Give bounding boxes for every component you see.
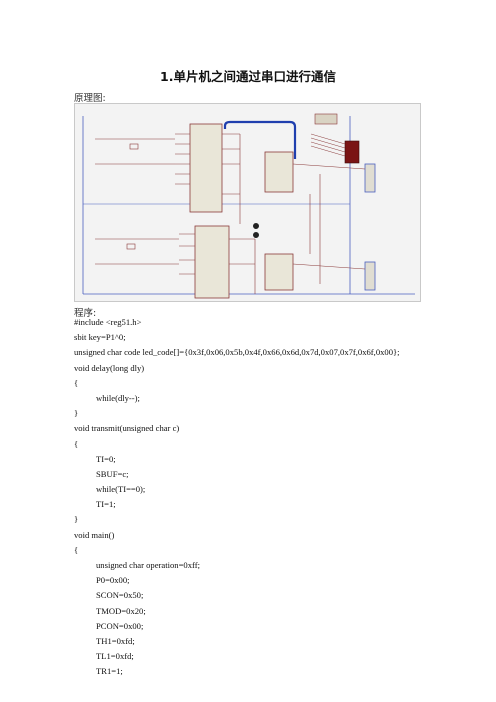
- code-line: TMOD=0x20;: [96, 605, 146, 616]
- code-line: void main(): [74, 529, 115, 540]
- code-line: TL1=0xfd;: [96, 651, 134, 662]
- code-line: #include <reg51.h>: [74, 317, 142, 327]
- code-line: SBUF=c;: [96, 468, 129, 479]
- code-line: PCON=0x00;: [96, 620, 144, 631]
- code-line: while(dly--);: [96, 392, 140, 403]
- mcu-top-chip: [189, 123, 223, 213]
- code-line: {: [74, 377, 79, 388]
- code-line: TH1=0xfd;: [96, 635, 135, 646]
- code-line: void delay(long dly): [74, 362, 145, 373]
- code-line: {: [74, 544, 79, 555]
- schematic-drawing: [82, 113, 415, 299]
- code-line: SCON=0x50;: [96, 590, 144, 601]
- program-label: 程序:: [74, 308, 97, 319]
- code-line: TI=1;: [96, 499, 116, 510]
- db9-connector-bottom: [364, 261, 376, 291]
- code-line: void transmit(unsigned char c): [74, 423, 180, 434]
- code-line: }: [74, 408, 79, 419]
- code-line: {: [74, 438, 79, 449]
- max232-bottom-chip: [264, 253, 294, 291]
- code-line: P0=0x00;: [96, 575, 130, 586]
- code-line: TI=0;: [96, 453, 116, 464]
- seven-segment-display: [344, 140, 360, 164]
- code-line: TR1=1;: [96, 666, 123, 677]
- db9-connector-top: [364, 163, 376, 193]
- code-listing: #include <reg51.h> sbit key=P1^0; unsigned…: [74, 315, 474, 680]
- code-line: while(TI==0);: [96, 484, 146, 495]
- code-line: sbit key=P1^0;: [74, 332, 126, 343]
- code-line: unsigned char code led_code[]={0x3f,0x06…: [74, 347, 400, 358]
- code-line: }: [74, 514, 79, 525]
- circuit-schematic-image: [74, 103, 421, 302]
- max232-top-chip: [264, 151, 294, 193]
- page-title: 1.单片机之间通过串口进行通信: [160, 69, 336, 84]
- code-line: unsigned char operation=0xff;: [96, 560, 200, 570]
- mcu-bottom-chip: [194, 225, 230, 299]
- data-bus-wire: [223, 120, 297, 159]
- schematic-label: 原理图:: [74, 93, 106, 104]
